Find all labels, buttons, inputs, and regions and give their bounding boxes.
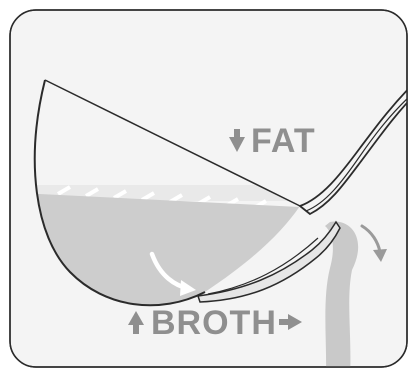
frame-border: [9, 9, 408, 368]
broth-right-arrow-icon: [279, 314, 302, 330]
ladle-spout-inner: [207, 237, 319, 295]
broth-up-arrow-icon: [128, 311, 144, 334]
ladle-bowl-rim: [44, 79, 301, 207]
swirl-left-arrowhead: [180, 280, 196, 296]
ladle-handle-ridge: [305, 95, 407, 212]
ladle-handle: [298, 77, 407, 216]
fat-layer: [34, 185, 300, 201]
swirl-right-arrowhead: [373, 249, 387, 262]
ladle-spout: [197, 220, 341, 303]
broth-stream: [325, 221, 359, 367]
swirl-right-arrow: [360, 224, 382, 254]
broth-label: BROTH: [151, 304, 277, 342]
fat-down-arrow-icon: [229, 129, 245, 152]
fat-label: FAT: [251, 122, 316, 160]
ladle-bowl-outline: [33, 79, 206, 307]
